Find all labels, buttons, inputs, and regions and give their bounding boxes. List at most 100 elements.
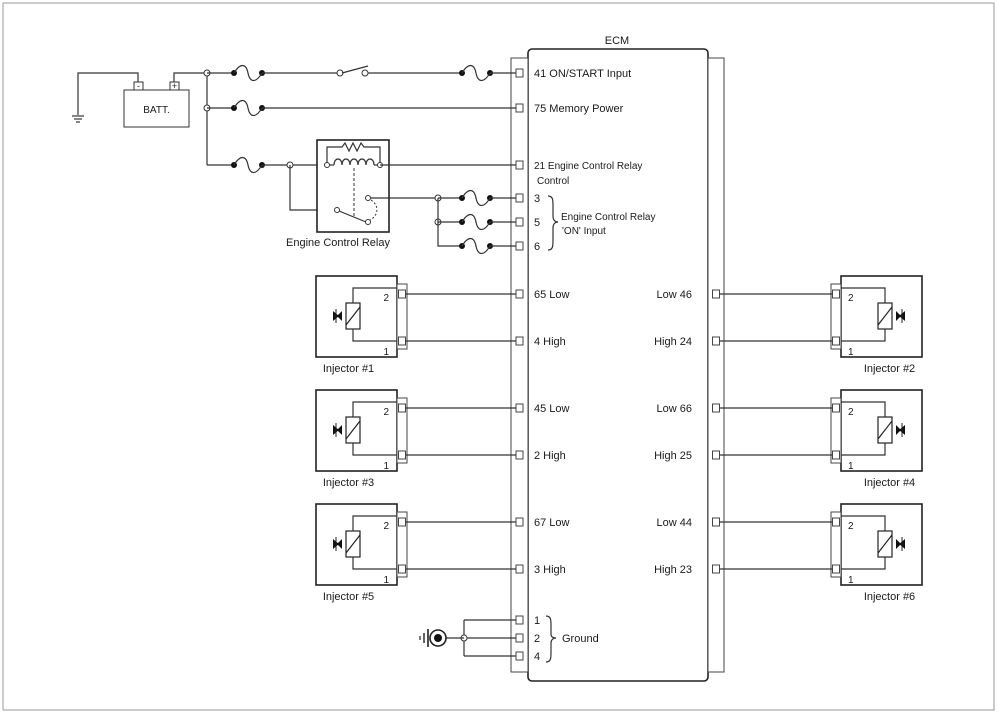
fuse-icon [459, 213, 493, 231]
ecm-pin-label: Low 66 [657, 403, 692, 415]
fuse-icon [231, 64, 265, 82]
ecm-pin-label: Low 44 [657, 517, 692, 529]
ecm-pin-label: 5 [534, 217, 540, 229]
body-ground-icon [419, 629, 447, 647]
ecm-pin-connector [515, 68, 524, 78]
battery-neg-sign: - [137, 81, 140, 91]
nozzle-icon [333, 537, 342, 551]
injector-pin-number: 2 [848, 293, 854, 304]
injector-label: Injector #2 [864, 363, 915, 375]
on-input-group-label-1: Engine Control Relay [561, 212, 656, 223]
ecm-pin-right-0: Low 46 [657, 289, 720, 301]
ecm-pin-label: 6 [534, 241, 540, 253]
nozzle-icon [896, 309, 905, 323]
ecm-pin-left-5: 6 [515, 241, 540, 253]
injector-pin-connector [832, 450, 840, 460]
ecm-pin-label: High 24 [654, 336, 692, 348]
ground-wiring [419, 619, 517, 657]
ecm-pin-label: High 23 [654, 564, 692, 576]
solenoid-icon [877, 530, 893, 558]
ecm-pin-connector [515, 403, 524, 413]
ecm-pin-connector [515, 517, 524, 527]
injector-pin-connector [398, 450, 406, 460]
ecm-pin-label: 21 Engine Control Relay [534, 161, 642, 172]
ecm-pin-label: Low 46 [657, 289, 692, 301]
ecm-pin-connector [712, 336, 720, 346]
ecm-pin-left-4: 5 [515, 217, 540, 229]
ecm-pin-label: 4 High [534, 336, 566, 348]
ecm-pin-label: 67 Low [534, 517, 570, 529]
ecm-pin-left-0: 41 ON/START Input [515, 68, 631, 80]
injector-pin-number: 2 [383, 293, 389, 304]
fuse-icon [231, 156, 265, 174]
injector-pin-connector [832, 564, 840, 574]
ecm-pin-connector [712, 450, 720, 460]
ecm-pin-connector [712, 289, 720, 299]
ecm-pin-label: High 25 [654, 450, 692, 462]
injector-pin-number: 1 [383, 461, 389, 472]
injector-pin-connector [398, 564, 406, 574]
ecm-pin-connector [515, 289, 524, 299]
ecm-pin-left-14: 4 [515, 651, 540, 663]
ecm-pin-label: 4 [534, 651, 540, 663]
ecm-pin-connector [515, 336, 524, 346]
ecm-pin-right-5: High 23 [654, 564, 720, 576]
injector-pin-connector [832, 517, 840, 527]
fuse-icon [459, 189, 493, 207]
ecm-pin-connector [515, 633, 524, 643]
ecm-pin-left-1: 75 Memory Power [515, 103, 624, 115]
injector-pin-connector [832, 403, 840, 413]
ecm-pin-connector [712, 403, 720, 413]
solenoid-icon [877, 302, 893, 330]
injector-pin-number: 1 [848, 575, 854, 586]
engine-control-relay: Engine Control Relay [286, 139, 517, 249]
ecm-pin-label: 65 Low [534, 289, 570, 301]
injector-pin-connector [398, 403, 406, 413]
relay-output-wiring [434, 189, 517, 255]
ecm-pin-label: 2 High [534, 450, 566, 462]
ecm-pin-left-3: 3 [515, 193, 540, 205]
battery-pos-sign: + [172, 81, 177, 91]
battery: - + BATT. [72, 72, 207, 128]
ecm-pin-label: 3 High [534, 564, 566, 576]
ecm-pin-connector [515, 615, 524, 625]
ecm-pin-label: 75 Memory Power [534, 103, 624, 115]
battery-label: BATT. [143, 105, 169, 116]
injector-pin-number: 1 [848, 461, 854, 472]
injector-pin-number: 2 [848, 407, 854, 418]
injector-pin-number: 2 [848, 521, 854, 532]
ecm-title: ECM [605, 35, 629, 47]
ecm-pin-label-2: Control [537, 176, 569, 187]
ecm-pin-connector [712, 564, 720, 574]
ecm-pin-connector [515, 450, 524, 460]
ecm-pin-connector [515, 564, 524, 574]
ecm-pin-connector [515, 193, 524, 203]
injector-label: Injector #6 [864, 591, 915, 603]
ecm-pin-connector [515, 217, 524, 227]
injector-pin-connector [398, 517, 406, 527]
injector-pin-connector [398, 289, 406, 299]
fuse-icon [459, 64, 493, 82]
injector-pin-number: 2 [383, 407, 389, 418]
ecm-pin-label: 45 Low [534, 403, 570, 415]
injector-pin-number: 2 [383, 521, 389, 532]
solenoid-icon [345, 416, 361, 444]
ecm-pin-right-1: High 24 [654, 336, 720, 348]
injector-pin-connector [398, 336, 406, 346]
nozzle-icon [896, 423, 905, 437]
ecm-pin-left-13: 2 [515, 633, 540, 645]
power-feed-wiring [203, 64, 517, 211]
ecm-pin-left-12: 1 [515, 615, 540, 627]
ecm-pin-label: 3 [534, 193, 540, 205]
ecm-pin-right-2: Low 66 [657, 403, 720, 415]
ground-brace: Ground [545, 615, 599, 663]
fuse-icon [459, 237, 493, 255]
nozzle-icon [896, 537, 905, 551]
relay-coil-icon [333, 158, 375, 166]
